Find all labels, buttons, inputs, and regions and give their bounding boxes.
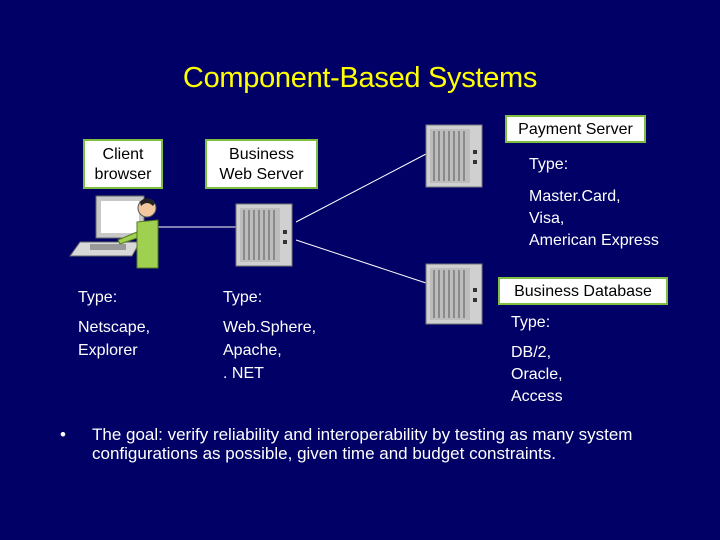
link-webserver-database [295, 239, 427, 284]
web-server-type-value-3: . NET [223, 365, 264, 382]
client-type-value-2: Explorer [78, 342, 138, 359]
client-computer-icon [69, 195, 145, 257]
database-type-value-1: DB/2, [511, 344, 552, 361]
client-type-label: Type: [78, 289, 118, 306]
web-server-box-line-1: Business [229, 146, 294, 163]
database-server-icon [425, 263, 483, 325]
business-database-box: Business Database [498, 277, 668, 305]
database-type-value-2: Oracle, [511, 366, 563, 383]
person-icon [117, 198, 159, 269]
payment-server-icon [425, 124, 483, 188]
web-server-icon [235, 203, 293, 267]
database-type-label: Type: [511, 314, 551, 331]
payment-server-box: Payment Server [505, 115, 646, 143]
web-server-type-value-1: Web.Sphere, [223, 319, 317, 336]
payment-type-label: Type: [529, 156, 569, 173]
payment-type-value-1: Master.Card, [529, 188, 621, 205]
web-server-type-label: Type: [223, 289, 263, 306]
goal-text: The goal: verify reliability and interop… [92, 425, 633, 463]
payment-type-value-2: Visa, [529, 210, 565, 227]
client-box-line-1: Client [102, 146, 144, 163]
payment-type-value-3: American Express [529, 232, 659, 249]
web-server-type-value-2: Apache, [223, 342, 282, 359]
web-server-box-line-2: Web Server [219, 166, 304, 183]
client-type-value-1: Netscape, [78, 319, 151, 336]
bullet-symbol: • [60, 425, 66, 444]
link-webserver-payment [295, 153, 427, 223]
slide-title: Component-Based Systems [182, 62, 538, 94]
database-type-value-3: Access [511, 388, 563, 405]
web-server-box: Business Web Server [205, 139, 318, 189]
client-browser-box: Client browser [83, 139, 163, 189]
client-box-line-2: browser [94, 166, 152, 183]
